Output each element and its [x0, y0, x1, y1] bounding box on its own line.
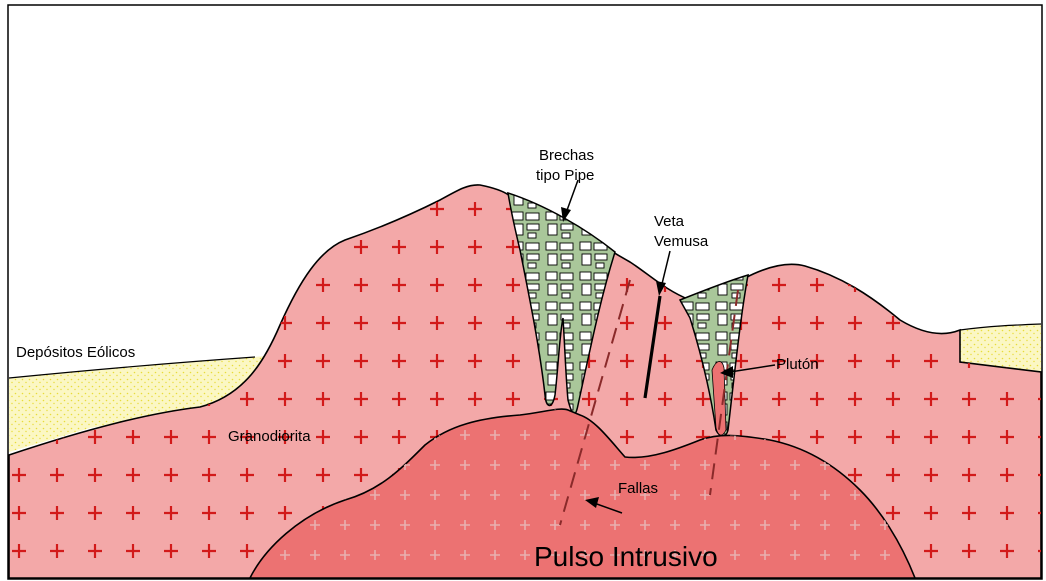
label-veta-line1: Veta: [654, 213, 685, 230]
label-pulso-intrusivo: Pulso Intrusivo: [534, 541, 718, 572]
label-granodiorita: Granodiorita: [228, 428, 311, 445]
label-brechas-line1: Brechas: [539, 147, 594, 164]
label-veta-line2: Vemusa: [654, 233, 709, 250]
label-brechas-line2: tipo Pipe: [536, 167, 594, 184]
label-depositos-eolicos: Depósitos Eólicos: [16, 344, 135, 361]
label-fallas: Fallas: [618, 480, 658, 497]
label-pluton: Plutón: [776, 356, 819, 373]
